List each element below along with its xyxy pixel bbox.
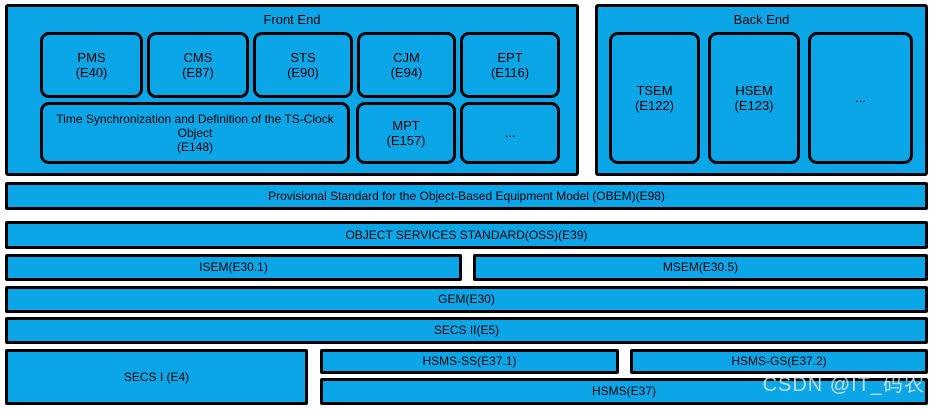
block-back-end-more[interactable]: ... <box>808 32 913 164</box>
block-cjm[interactable]: CJM (E94) <box>357 32 456 98</box>
block-front-end-more[interactable]: ... <box>460 102 560 164</box>
layer-hsms-ss[interactable]: HSMS-SS(E37.1) <box>320 349 619 374</box>
group-back-end-title: Back End <box>733 12 790 27</box>
block-sts[interactable]: STS (E90) <box>253 32 353 98</box>
block-cms[interactable]: CMS (E87) <box>147 32 249 98</box>
layer-hsms[interactable]: HSMS(E37) <box>320 378 928 405</box>
layer-hsms-gs[interactable]: HSMS-GS(E37.2) <box>630 349 928 374</box>
group-front-end-title: Front End <box>263 12 321 27</box>
layer-isem[interactable]: ISEM(E30.1) <box>5 254 462 281</box>
block-ept[interactable]: EPT (E116) <box>460 32 560 98</box>
layer-gem[interactable]: GEM(E30) <box>5 286 928 313</box>
layer-oss[interactable]: OBJECT SERVICES STANDARD(OSS)(E39) <box>5 221 928 249</box>
layer-obem[interactable]: Provisional Standard for the Object-Base… <box>5 182 928 210</box>
layer-secs-i[interactable]: SECS I (E4) <box>5 349 308 405</box>
layer-msem[interactable]: MSEM(E30.5) <box>473 254 928 281</box>
layer-secs-ii[interactable]: SECS II(E5) <box>5 317 928 344</box>
block-ts-clock-object[interactable]: Time Synchronization and Definition of t… <box>40 102 350 164</box>
block-mpt[interactable]: MPT (E157) <box>356 102 456 164</box>
block-pms[interactable]: PMS (E40) <box>40 32 143 98</box>
block-tsem[interactable]: TSEM (E122) <box>609 32 700 164</box>
block-hsem[interactable]: HSEM (E123) <box>708 32 800 164</box>
